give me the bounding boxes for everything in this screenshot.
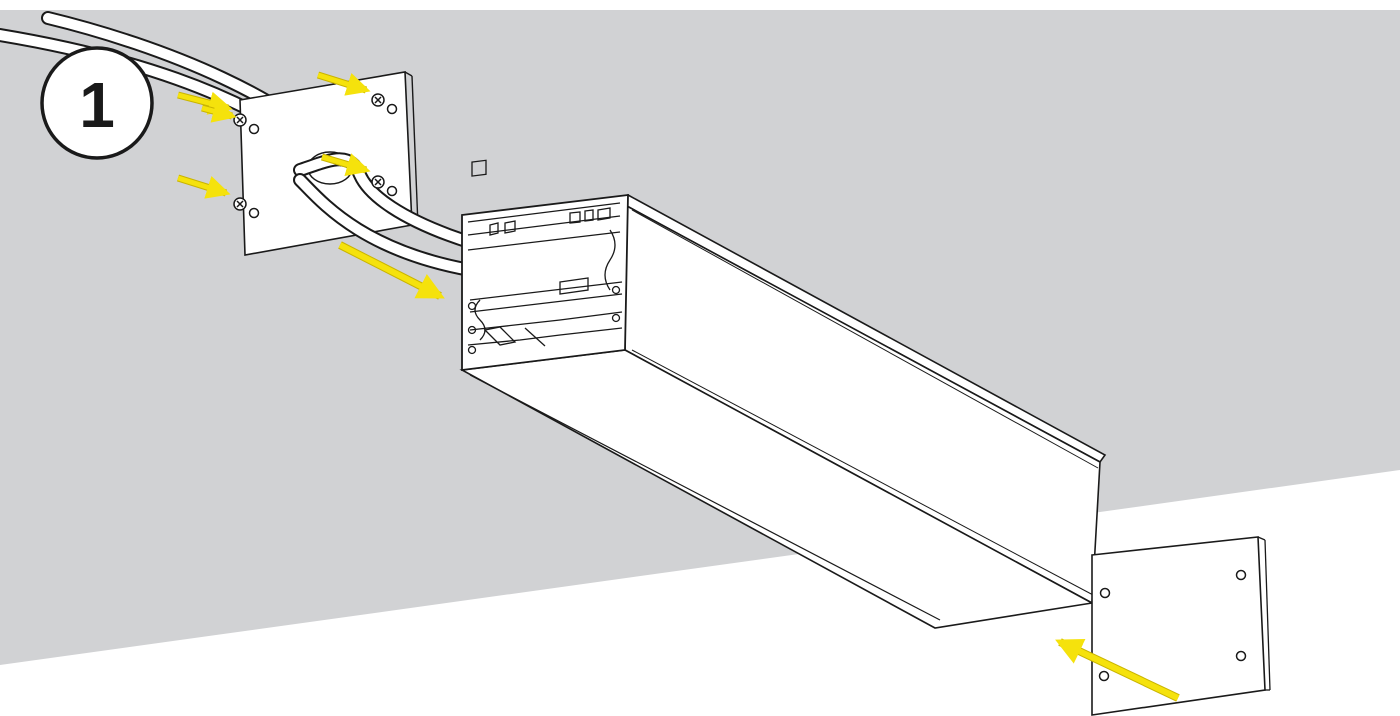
arrow-icon — [176, 174, 231, 199]
hole-icon — [248, 123, 260, 135]
hole-icon — [248, 207, 260, 219]
screw-icon — [233, 113, 247, 127]
screw-icon — [371, 93, 385, 107]
direction-arrows — [176, 71, 1180, 702]
front-end-cap — [1091, 536, 1271, 716]
arrow-icon — [1055, 638, 1180, 702]
step-number: 1 — [79, 69, 115, 141]
arrow-icon — [321, 153, 371, 177]
hole-icon — [1098, 670, 1110, 682]
aluminium-profile — [459, 159, 1107, 629]
arrow-icon — [201, 99, 237, 123]
hole-icon — [386, 185, 398, 197]
screw-icon — [233, 197, 247, 211]
step-circle-icon — [40, 46, 154, 160]
arrow-icon — [316, 71, 371, 96]
step-badge: 1 — [40, 46, 154, 160]
screw-icon — [371, 175, 385, 189]
top-margin — [0, 0, 1400, 10]
profile-cross-section — [467, 159, 623, 355]
arrow-icon — [338, 241, 445, 300]
hole-icon — [1099, 587, 1111, 599]
hole-icon — [1235, 650, 1247, 662]
hole-icon — [386, 103, 398, 115]
rear-plate-screws — [233, 93, 398, 219]
hole-icon — [1235, 569, 1247, 581]
